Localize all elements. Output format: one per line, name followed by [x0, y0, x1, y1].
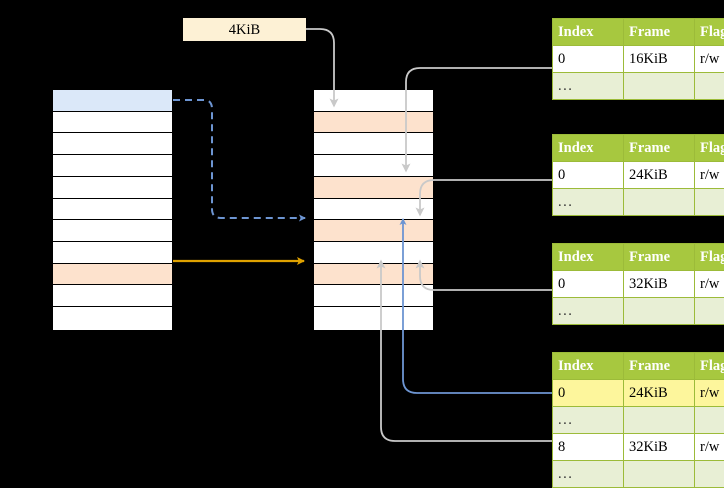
column-header-frame: Frame	[624, 353, 695, 380]
cell-index-1: ...	[553, 73, 624, 100]
physical-row-row-8	[314, 264, 433, 286]
virtual-row-row-2	[53, 133, 172, 155]
cell-frame-1	[624, 189, 695, 216]
table-row: ...	[553, 189, 724, 216]
cell-flags-1	[695, 407, 724, 434]
virtual-row-row-10	[53, 307, 172, 329]
physical-row-row-4	[314, 177, 433, 199]
physical-row-row-5	[314, 199, 433, 221]
cell-frame-0: 32KiB	[624, 271, 695, 298]
physical-row-row-2	[314, 133, 433, 155]
column-header-index: Index	[553, 19, 624, 46]
virtual-row-row-6	[53, 220, 172, 242]
column-header-flags: Flags	[695, 135, 724, 162]
column-header-flags: Flags	[695, 19, 724, 46]
table-row: ...	[553, 407, 724, 434]
cell-flags-0: r/w	[695, 380, 724, 407]
virtual-row-row-1	[53, 112, 172, 134]
column-header-index: Index	[553, 135, 624, 162]
cell-flags-2: r/w	[695, 434, 724, 461]
gray-table3-frame-to-memory	[420, 261, 552, 290]
virtual-address-space-column	[52, 89, 173, 331]
cell-index-0: 0	[553, 271, 624, 298]
page-table-level-2: IndexFrameFlags024KiBr/w...	[552, 134, 724, 216]
cell-index-1: ...	[553, 407, 624, 434]
virtual-row-row-4	[53, 177, 172, 199]
virtual-row-row-0	[53, 90, 172, 112]
cell-frame-2: 32KiB	[624, 434, 695, 461]
cell-flags-3	[695, 461, 724, 488]
table-row: ...	[553, 298, 724, 325]
cell-flags-1	[695, 189, 724, 216]
cell-frame-1	[624, 298, 695, 325]
cell-index-2: 8	[553, 434, 624, 461]
gray-table2-frame-to-memory	[420, 180, 552, 215]
cell-frame-0: 24KiB	[624, 162, 695, 189]
physical-row-row-6	[314, 220, 433, 242]
virtual-row-row-7	[53, 242, 172, 264]
virtual-row-row-9	[53, 285, 172, 307]
table-header-row: IndexFrameFlags	[553, 135, 724, 162]
column-header-frame: Frame	[624, 19, 695, 46]
table-row: ...	[553, 73, 724, 100]
column-header-index: Index	[553, 353, 624, 380]
cell-frame-0: 24KiB	[624, 380, 695, 407]
virtual-row-row-8	[53, 264, 172, 286]
column-header-flags: Flags	[695, 353, 724, 380]
physical-row-row-7	[314, 242, 433, 264]
page-table-level-3: IndexFrameFlags032KiBr/w...	[552, 243, 724, 325]
cell-flags-0: r/w	[695, 162, 724, 189]
cell-frame-1	[624, 407, 695, 434]
page-table-level-4: IndexFrameFlags024KiBr/w...832KiBr/w...	[552, 352, 724, 488]
column-header-frame: Frame	[624, 244, 695, 271]
column-header-index: Index	[553, 244, 624, 271]
physical-memory-column	[313, 89, 434, 331]
cell-index-1: ...	[553, 189, 624, 216]
cell-frame-1	[624, 73, 695, 100]
column-header-frame: Frame	[624, 135, 695, 162]
table-row: ...	[553, 461, 724, 488]
physical-row-row-10	[314, 307, 433, 329]
cell-frame-0: 16KiB	[624, 46, 695, 73]
blue-dashed-virtual-to-physical	[173, 100, 305, 218]
cell-index-0: 0	[553, 380, 624, 407]
cell-index-1: ...	[553, 298, 624, 325]
page-size-label: 4KiB	[183, 18, 306, 41]
table-header-row: IndexFrameFlags	[553, 19, 724, 46]
cell-index-3: ...	[553, 461, 624, 488]
virtual-row-row-3	[53, 155, 172, 177]
virtual-row-row-5	[53, 199, 172, 221]
column-header-flags: Flags	[695, 244, 724, 271]
cell-index-0: 0	[553, 162, 624, 189]
physical-row-row-0	[314, 90, 433, 112]
table-header-row: IndexFrameFlags	[553, 353, 724, 380]
cell-frame-3	[624, 461, 695, 488]
cell-flags-1	[695, 73, 724, 100]
table-header-row: IndexFrameFlags	[553, 244, 724, 271]
cell-index-0: 0	[553, 46, 624, 73]
cell-flags-0: r/w	[695, 46, 724, 73]
cell-flags-0: r/w	[695, 271, 724, 298]
physical-row-row-9	[314, 285, 433, 307]
cell-flags-1	[695, 298, 724, 325]
physical-row-row-3	[314, 155, 433, 177]
physical-row-row-1	[314, 112, 433, 134]
page-table-level-1: IndexFrameFlags016KiBr/w...	[552, 18, 724, 100]
